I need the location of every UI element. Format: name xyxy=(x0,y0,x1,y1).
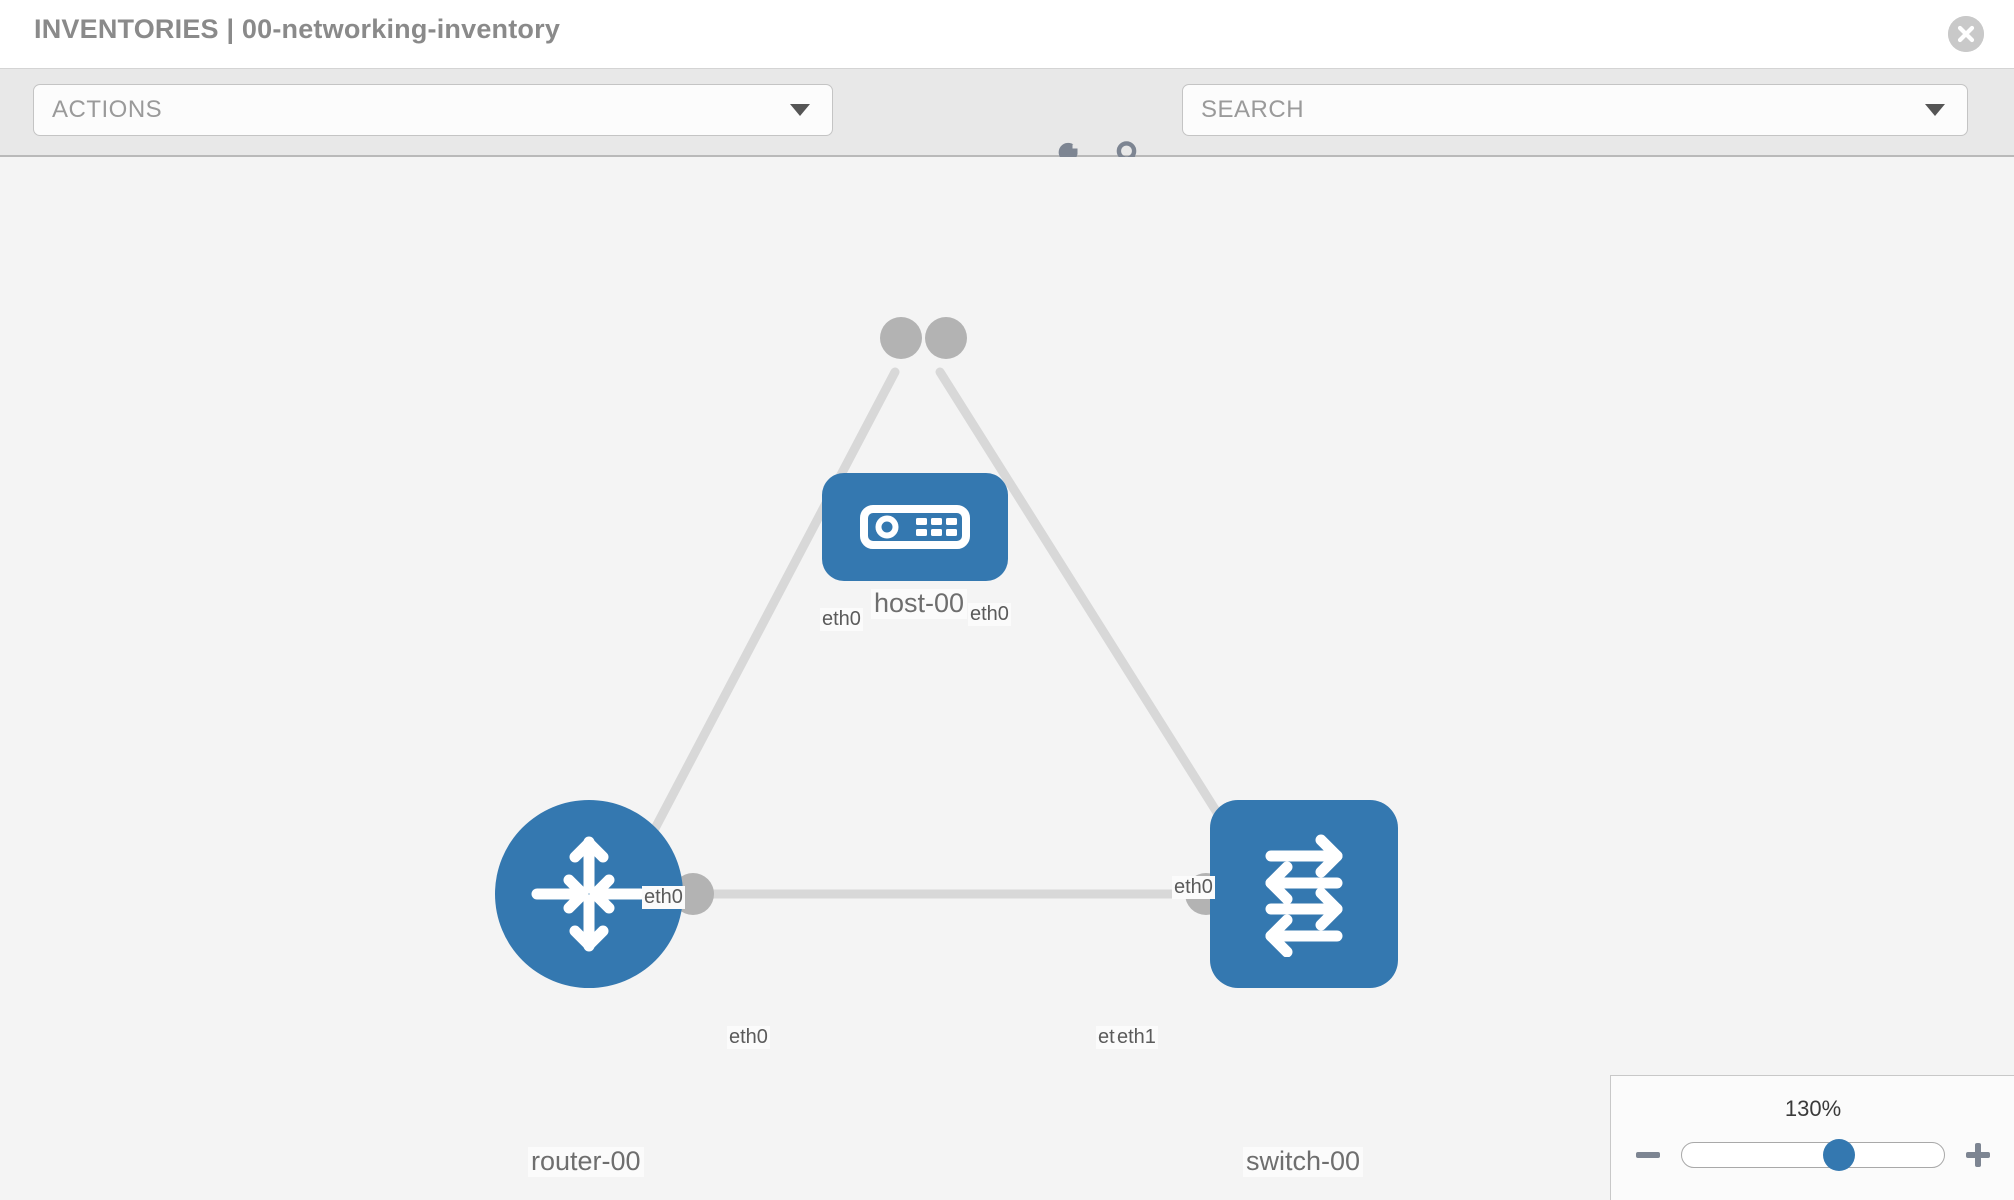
zoom-in-button[interactable] xyxy=(1959,1136,1997,1174)
search-input[interactable]: SEARCH xyxy=(1182,84,1968,136)
zoom-level-label: 130% xyxy=(1784,1096,1842,1121)
link-host-switch xyxy=(935,367,1250,862)
zoom-control-panel: 130% xyxy=(1610,1075,2014,1200)
link-host-router xyxy=(635,367,900,862)
switch-00-icon-shape[interactable] xyxy=(1210,800,1398,988)
actions-dropdown[interactable]: ACTIONS xyxy=(33,84,833,136)
search-placeholder: SEARCH xyxy=(1201,96,1305,123)
host-00-icon-shape[interactable] xyxy=(822,473,1008,581)
chevron-down-icon xyxy=(790,104,810,116)
iface-label-switch-left: eth1 xyxy=(1115,1026,1158,1049)
switch-arrows-icon xyxy=(1265,834,1343,957)
iface-label-router-right: eth0 xyxy=(727,1026,770,1049)
chevron-down-icon xyxy=(1925,104,1945,116)
page-header: INVENTORIES | 00-networking-inventory xyxy=(0,0,2014,68)
router-arrows-icon xyxy=(531,836,647,952)
node-label-router-00: router-00 xyxy=(528,1146,644,1177)
page-title: INVENTORIES | 00-networking-inventory xyxy=(34,14,561,44)
toolbar: ACTIONS SEARCH xyxy=(0,68,2014,174)
zoom-slider-thumb[interactable] xyxy=(1823,1139,1856,1171)
plus-icon xyxy=(1966,1143,1990,1167)
port-host-right[interactable] xyxy=(925,317,967,359)
server-icon xyxy=(860,505,970,549)
zoom-slider[interactable] xyxy=(1681,1139,1945,1171)
iface-label-host-left: eth0 xyxy=(820,608,863,631)
minus-icon xyxy=(1636,1152,1660,1158)
port-host-left[interactable] xyxy=(880,317,922,359)
close-icon[interactable] xyxy=(1948,16,1984,52)
iface-label-switch-up: eth0 xyxy=(1172,876,1215,899)
node-label-switch-00: switch-00 xyxy=(1243,1146,1364,1177)
iface-label-host-right: eth0 xyxy=(968,603,1011,626)
topology-canvas[interactable]: host-00 eth0 eth0 xyxy=(0,157,2014,1200)
actions-dropdown-label: ACTIONS xyxy=(52,96,163,123)
zoom-out-button[interactable] xyxy=(1629,1136,1667,1174)
topology-links xyxy=(635,367,1250,899)
node-label-host-00: host-00 xyxy=(871,588,968,619)
iface-label-router-up: eth0 xyxy=(642,886,685,909)
